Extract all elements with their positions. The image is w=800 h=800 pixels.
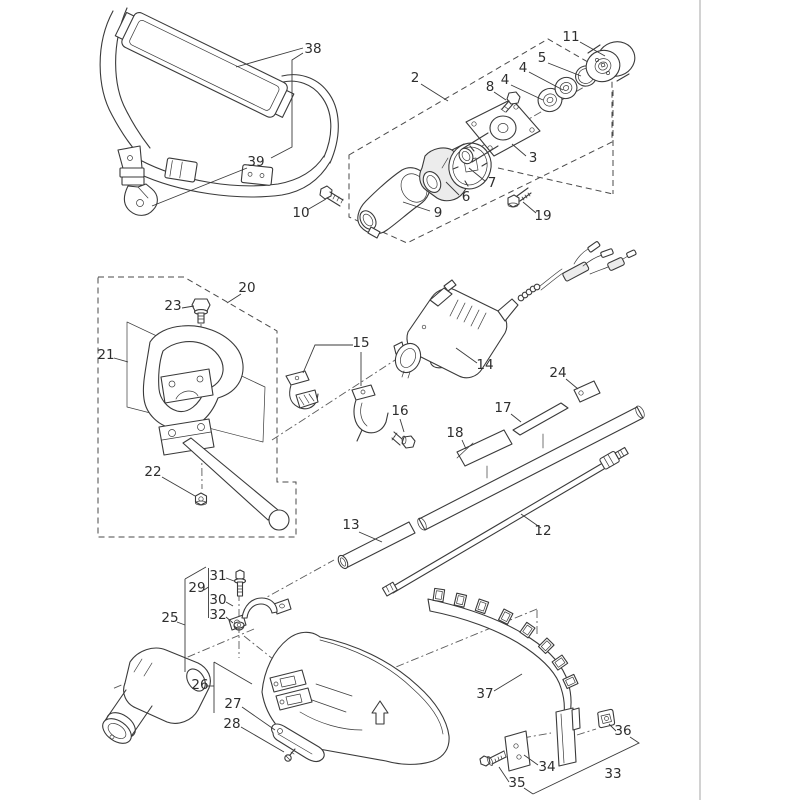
part-label-15: 15: [352, 335, 369, 351]
clamp-bracket-15: [351, 384, 389, 442]
part-label-30: 30: [209, 592, 226, 608]
part-label-35: 35: [508, 775, 525, 791]
part-label-16: 16: [391, 403, 408, 419]
part-label-28: 28: [223, 716, 240, 732]
shaft-parts: [337, 402, 645, 597]
part-label-27: 27: [224, 696, 241, 712]
part-label-9: 9: [434, 205, 443, 221]
extension-strip-37: [427, 598, 572, 715]
strap-assembly: [99, 7, 339, 216]
part-label-34: 34: [538, 759, 555, 775]
part-label-18: 18: [446, 425, 463, 441]
nut-36: [597, 708, 616, 729]
cutoff-blade-27: [271, 723, 325, 763]
throttle-cable: [497, 241, 637, 322]
part-label-6: 6: [462, 189, 471, 205]
strap-hook: [117, 145, 158, 216]
part-label-4b: 4: [501, 72, 510, 88]
bearing-4b: [554, 76, 578, 100]
screw-8: [500, 91, 521, 113]
gear-head: [102, 647, 211, 744]
part-label-10: 10: [292, 205, 309, 221]
part-label-21: 21: [97, 347, 114, 363]
strap-pad: [114, 11, 295, 118]
part-label-14: 14: [476, 357, 493, 373]
part-label-26: 26: [191, 677, 208, 693]
part-label-36: 36: [614, 723, 631, 739]
part-label-13: 13: [342, 517, 359, 533]
bolt-19: [507, 187, 532, 208]
part-label-24: 24: [549, 365, 566, 381]
screw-28: [284, 748, 296, 762]
decal-24: [573, 380, 601, 403]
part-label-19: 19: [534, 208, 551, 224]
part-label-2: 2: [411, 70, 420, 86]
part-label-11: 11: [562, 29, 579, 45]
part-label-33: 33: [604, 766, 621, 782]
part-label-12: 12: [534, 523, 551, 539]
nut-32: [233, 621, 245, 631]
clamp-collar: [393, 341, 422, 379]
strip-group: [427, 587, 616, 772]
clamp-parts: [285, 370, 416, 449]
part-label-25: 25: [161, 610, 178, 626]
plate-34: [504, 730, 531, 772]
part-label-4a: 4: [519, 60, 528, 76]
part-label-20: 20: [238, 280, 255, 296]
part-label-7: 7: [488, 175, 497, 191]
clutch-assembly: [319, 41, 636, 239]
guard-group: [261, 631, 450, 765]
grip-tube-13: [337, 521, 416, 570]
part-label-31: 31: [209, 568, 226, 584]
part-label-5: 5: [538, 50, 547, 66]
handle-assembly: [126, 298, 290, 531]
strap-buckle: [164, 157, 274, 186]
part-label-22: 22: [144, 464, 161, 480]
part-label-3: 3: [529, 150, 538, 166]
part-label-38: 38: [304, 41, 321, 57]
screw-16: [391, 431, 416, 449]
screw-10: [319, 185, 344, 207]
strap-band: [99, 7, 339, 198]
part-label-37: 37: [476, 686, 493, 702]
part-label-39: 39: [247, 154, 264, 170]
leader-lines: [113, 41, 640, 795]
drive-shaft-12: [381, 446, 629, 597]
part-label-17: 17: [494, 400, 511, 416]
saddle-clamp-group: [228, 569, 292, 631]
guard-shield-26: [261, 631, 450, 765]
clutch-drum-11: [585, 41, 636, 83]
part-label-8: 8: [486, 79, 495, 95]
direction-arrow-icon: [371, 700, 389, 725]
loop-handle-21: [142, 325, 290, 531]
part-label-29: 29: [188, 580, 205, 596]
bolt-35: [479, 750, 507, 767]
decal-17: [512, 402, 569, 449]
part-label-32: 32: [209, 607, 226, 623]
callout-labels: 38 39 10 2 8 4 4 5 11 3 7 6 9 19 20 23 2…: [97, 29, 631, 791]
throttle-assembly: [393, 241, 637, 403]
nut-22: [194, 492, 208, 506]
saddle-30: [228, 597, 292, 631]
bearing-4a: [537, 87, 563, 113]
decal-18: [456, 429, 513, 479]
clamp-bracket-a: [285, 370, 319, 410]
bolt-31: [233, 569, 247, 597]
main-tube: [417, 405, 645, 531]
screw-23: [191, 298, 211, 324]
strip-tabs: [432, 587, 579, 690]
part-label-23: 23: [164, 298, 181, 314]
clutch-flange-3: [458, 98, 541, 165]
